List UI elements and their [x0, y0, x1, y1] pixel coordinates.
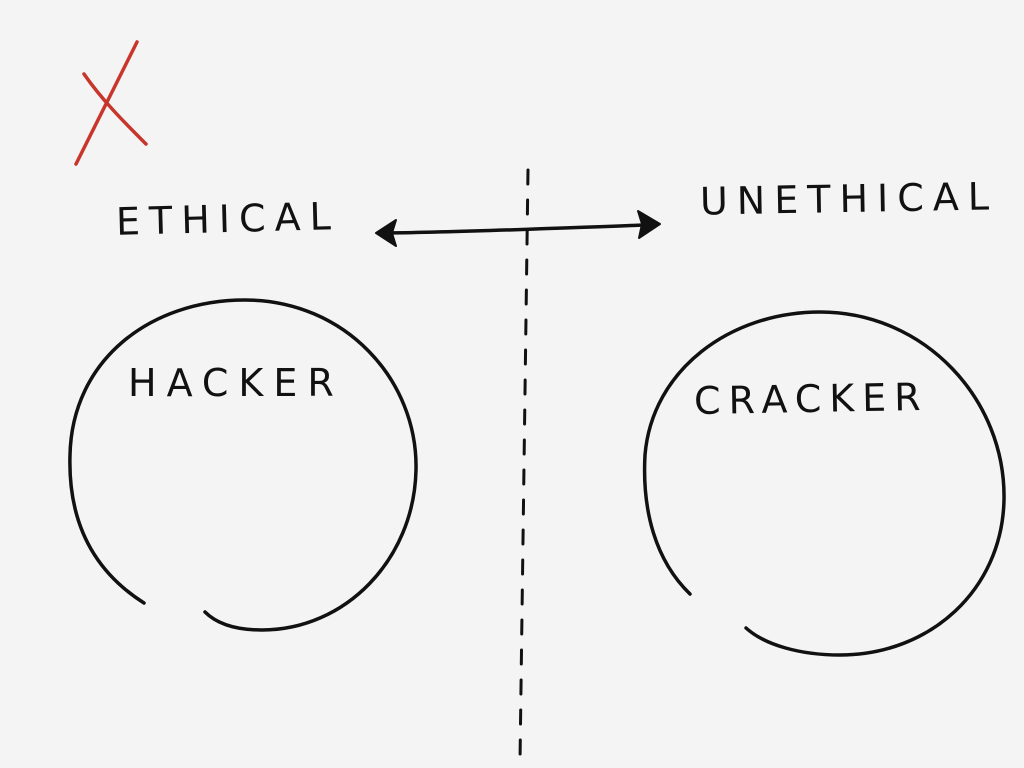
cracker-circle [642, 310, 1006, 657]
x-mark-icon [74, 40, 148, 166]
hacker-label: HACKER [128, 361, 344, 405]
cracker-label: CRACKER [693, 374, 929, 424]
ethical-label: ETHICAL [115, 194, 341, 244]
unethical-label: UNETHICAL [699, 174, 999, 224]
hacker-circle [68, 298, 418, 632]
double-arrow-icon [375, 210, 661, 247]
dashed-divider [518, 168, 530, 764]
